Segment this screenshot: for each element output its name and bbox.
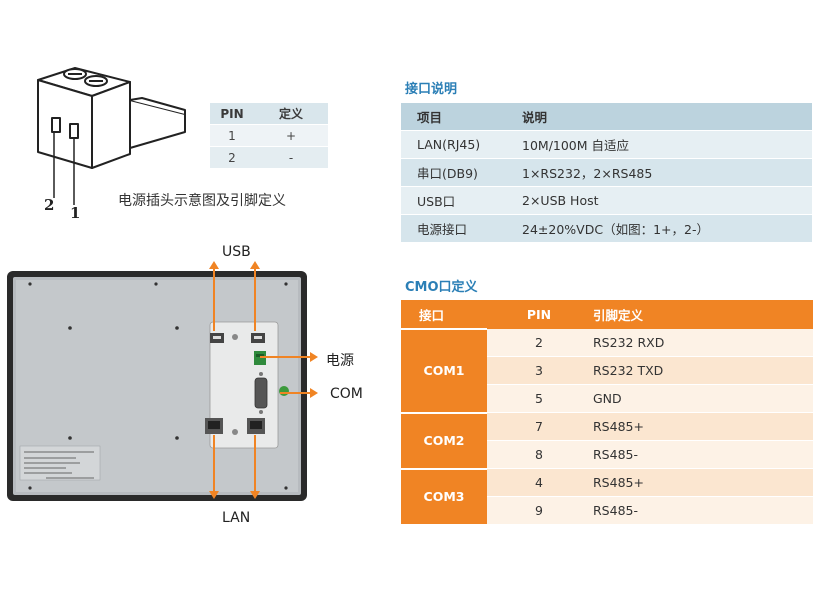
table-row: 8 RS485- <box>401 440 813 469</box>
com2-label: COM2 <box>401 412 487 470</box>
table-row: 3 RS232 TXD <box>401 356 813 385</box>
connector-pin-label-2: 2 <box>44 196 54 214</box>
port-arrows <box>209 261 318 499</box>
pin-cell: 9 <box>487 496 591 525</box>
com1-label: COM1 <box>401 329 487 414</box>
interface-table: 项目 说明 LAN(RJ45) 10M/100M 自适应 串口(DB9) 1×R… <box>401 103 812 243</box>
pin-cell: 1 <box>210 124 254 147</box>
pin-cell: 2 <box>210 146 254 169</box>
description-cell: 1×RS232，2×RS485 <box>522 158 812 187</box>
device-rear-panel <box>7 271 307 501</box>
definition-cell: RS485+ <box>591 412 813 441</box>
definition-cell: - <box>254 146 328 169</box>
power-connector-drawing: 2 1 <box>37 67 186 222</box>
description-cell: 2×USB Host <box>522 186 812 215</box>
pin-cell: 8 <box>487 440 591 469</box>
pin-definition-header: 引脚定义 <box>591 300 813 329</box>
definition-cell: GND <box>591 384 813 413</box>
definition-cell: RS485- <box>591 496 813 525</box>
lan-label: LAN <box>222 510 251 526</box>
pin-header: PIN <box>487 300 591 329</box>
pin-definition-table: PIN 定义 1 + 2 - <box>210 103 328 169</box>
definition-cell: + <box>254 124 328 147</box>
pin-cell: 2 <box>487 329 591 357</box>
definition-cell: RS232 TXD <box>591 356 813 385</box>
com-definition-table: 接口 PIN 引脚定义 COM1 2 RS232 RXD 3 RS232 TXD… <box>401 300 813 526</box>
table-row: COM3 4 RS485+ <box>401 468 813 526</box>
table-row: 5 GND <box>401 384 813 413</box>
usb-label: USB <box>222 244 251 260</box>
table-row: 电源接口 24±20%VDC（如图：1+，2-） <box>401 214 812 243</box>
pin-cell: 4 <box>487 468 591 497</box>
interface-header: 接口 <box>401 300 487 330</box>
item-cell: 电源接口 <box>401 214 522 243</box>
table-row: 2 - <box>210 146 328 169</box>
com-label: COM <box>330 386 363 402</box>
table-row: COM1 2 RS232 RXD <box>401 329 813 414</box>
table-row: COM2 7 RS485+ <box>401 412 813 470</box>
connector-caption: 电源插头示意图及引脚定义 <box>118 193 286 209</box>
pin-cell: 3 <box>487 356 591 385</box>
description-cell: 10M/100M 自适应 <box>522 130 812 159</box>
item-cell: 串口(DB9) <box>401 158 522 187</box>
table-row: 串口(DB9) 1×RS232，2×RS485 <box>401 158 812 187</box>
definition-cell: RS485+ <box>591 468 813 497</box>
definition-cell: RS232 RXD <box>591 329 813 357</box>
item-cell: LAN(RJ45) <box>401 130 522 159</box>
com-section-title: CMO口定义 <box>405 280 478 295</box>
table-row: 9 RS485- <box>401 496 813 525</box>
table-row: USB口 2×USB Host <box>401 186 812 215</box>
interface-section-title: 接口说明 <box>405 82 458 97</box>
definition-header: 定义 <box>254 103 328 125</box>
pin-cell: 5 <box>487 384 591 413</box>
description-header: 说明 <box>522 103 812 131</box>
connector-pin-label-1: 1 <box>70 204 80 222</box>
description-cell: 24±20%VDC（如图：1+，2-） <box>522 214 812 243</box>
item-header: 项目 <box>401 103 522 131</box>
power-label: 电源 <box>326 353 354 369</box>
definition-cell: RS485- <box>591 440 813 469</box>
pin-header: PIN <box>210 103 254 125</box>
pin-cell: 7 <box>487 412 591 441</box>
com3-label: COM3 <box>401 468 487 526</box>
table-row: 1 + <box>210 124 328 147</box>
item-cell: USB口 <box>401 186 522 215</box>
table-row: LAN(RJ45) 10M/100M 自适应 <box>401 130 812 159</box>
